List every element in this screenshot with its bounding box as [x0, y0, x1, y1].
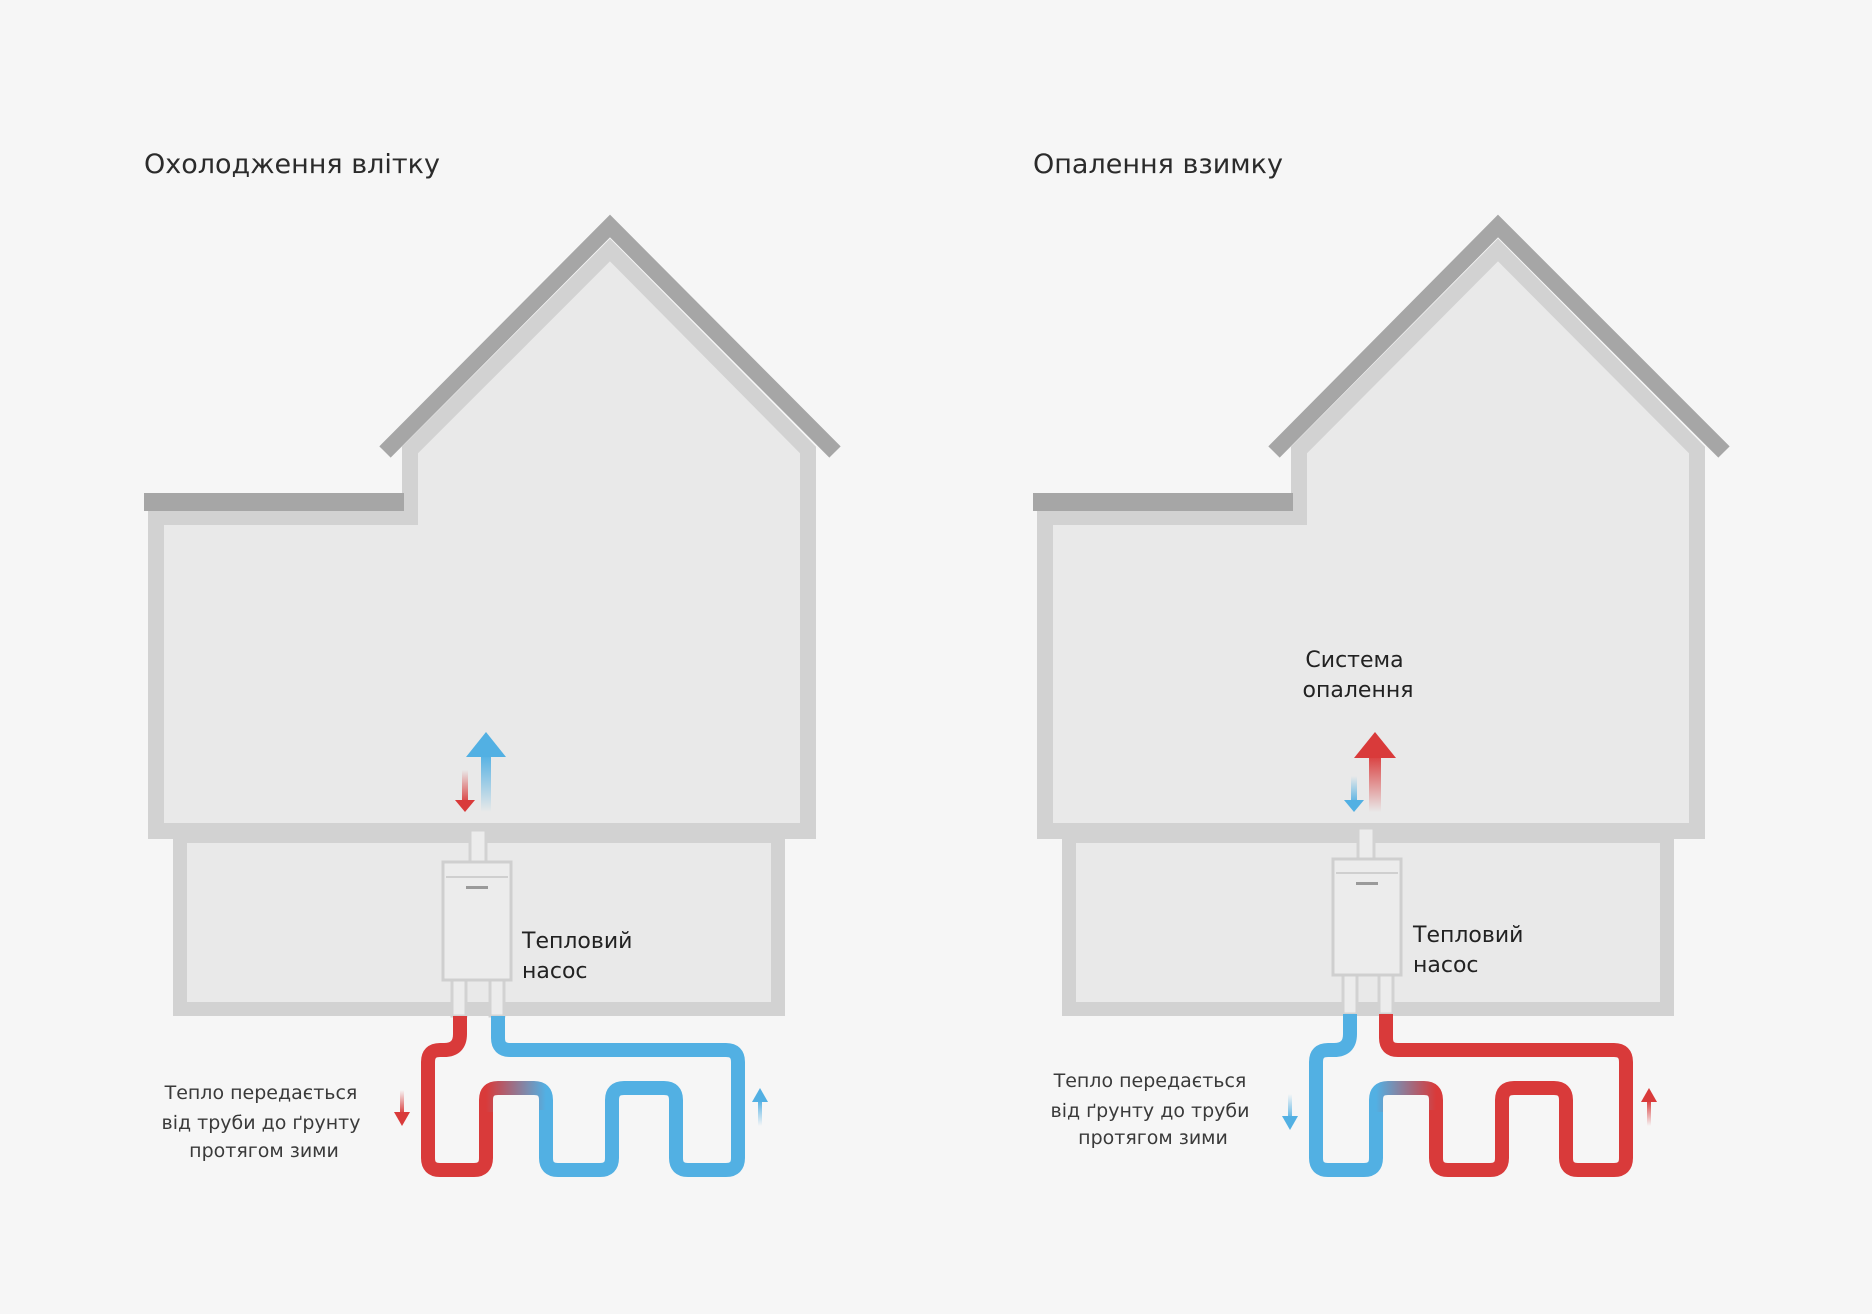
- mixed-pipe: [1369, 1081, 1443, 1112]
- pitched-roof: [1268, 214, 1730, 458]
- mixed-pipe: [479, 1081, 553, 1112]
- flat-roof: [1033, 493, 1293, 511]
- pitched-roof: [379, 214, 841, 458]
- ground-loop: [421, 1016, 745, 1177]
- panel-title: Охолодження влітку: [144, 149, 440, 180]
- cold-return-arrow-shaft: [1351, 776, 1357, 804]
- ground-loop: [1309, 1014, 1633, 1177]
- heating-system-label: Система опалення: [1303, 648, 1414, 703]
- heat-pump-label: Тепловий насос: [521, 929, 639, 984]
- cool-air-arrow-up-icon: [466, 732, 506, 757]
- heat-pump-box: [1331, 857, 1403, 977]
- cool-air-arrow-shaft: [481, 754, 491, 812]
- hot-supply-arrow-up-icon: [1354, 732, 1396, 758]
- cold-return-arrow-icon: [752, 1088, 768, 1102]
- ground-note: Тепло передається від ґрунту до труби пр…: [1051, 1070, 1256, 1149]
- heat-pump-logo: [1356, 882, 1378, 885]
- flat-roof: [144, 493, 404, 511]
- warm-air-arrow-shaft: [462, 770, 468, 804]
- warm-air-arrow-down-icon: [455, 800, 475, 812]
- ground-side-arrows: [1282, 1088, 1657, 1130]
- heat-pump-unit: [441, 828, 513, 1018]
- heat-pump-unit: [1331, 826, 1403, 1016]
- hot-pipe: [1379, 1014, 1633, 1177]
- house-body: [148, 238, 816, 839]
- cold-down-arrow-icon: [1282, 1116, 1298, 1130]
- hot-supply-arrow-shaft: [1369, 754, 1381, 812]
- heat-pump-box: [441, 860, 513, 982]
- cold-pipe: [491, 1016, 745, 1177]
- air-flow-arrows: [455, 732, 506, 812]
- heat-pump-logo: [466, 886, 488, 889]
- heat-up-arrow-icon: [1641, 1088, 1657, 1102]
- cold-pipe: [1309, 1014, 1383, 1177]
- panel-summer-cooling: Охолодження влітку Тепловий насос: [144, 149, 841, 1177]
- ground-note: Тепло передається від труби до ґрунту пр…: [162, 1082, 367, 1162]
- cold-return-arrow-down-icon: [1344, 800, 1364, 812]
- panel-title: Опалення взимку: [1033, 149, 1283, 180]
- ground-side-arrows: [394, 1088, 768, 1126]
- heat-flow-arrows: [1344, 732, 1396, 812]
- panel-winter-heating: Опалення взимку Система опалення: [1033, 149, 1730, 1177]
- heat-to-ground-arrow-icon: [394, 1112, 410, 1126]
- house-body: [1037, 238, 1705, 839]
- hot-pipe: [421, 1016, 493, 1177]
- heat-pump-label: Тепловий насос: [1412, 923, 1530, 978]
